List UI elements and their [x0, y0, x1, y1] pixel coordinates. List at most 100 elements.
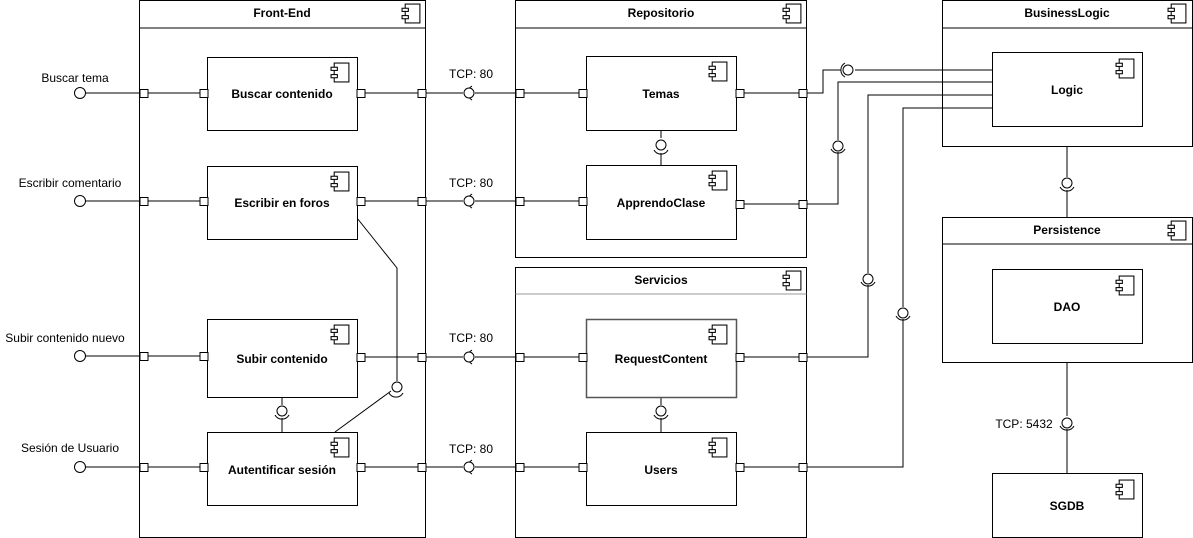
socket-joint-apprendo-logic — [830, 140, 846, 154]
socket-joint-subir-autentificar — [274, 405, 290, 420]
component-escribir-en-foros: Escribir en foros — [207, 166, 358, 240]
interface-subir-contenido-nuevo-label: Subir contenido nuevo — [5, 331, 125, 345]
container-repositorio: Repositorio — [515, 0, 807, 258]
component-icon — [330, 324, 350, 345]
port — [515, 197, 525, 206]
protocol-label-tcp-db: TCP: 5432 — [995, 417, 1053, 431]
container-businesslogic-title: BusinessLogic — [1024, 6, 1110, 20]
component-requestcontent: RequestContent — [585, 318, 738, 399]
port — [417, 197, 427, 206]
port — [735, 89, 745, 98]
socket-joint-logic-persistence — [1059, 177, 1075, 192]
component-users-name: Users — [644, 463, 678, 477]
socket-joint-tcp-4 — [463, 459, 475, 475]
component-buscar-contenido-name: Buscar contenido — [231, 87, 332, 101]
component-users: Users — [586, 432, 737, 506]
component-subir-contenido: Subir contenido — [207, 319, 358, 398]
interface-subir-contenido-nuevo-ball — [74, 350, 86, 362]
port — [356, 197, 366, 206]
port — [199, 197, 209, 206]
socket-joint-temas-apprendo — [653, 139, 669, 155]
socket-joint-tcp-2 — [463, 193, 475, 209]
port — [139, 352, 149, 361]
port — [578, 463, 588, 472]
port — [735, 200, 745, 209]
component-icon — [782, 3, 802, 24]
component-dao-name: DAO — [1054, 300, 1081, 314]
port — [515, 463, 525, 472]
protocol-label-tcp-2: TCP: 80 — [449, 176, 493, 190]
protocol-label-tcp-4: TCP: 80 — [449, 442, 493, 456]
socket-joint-tcp-1 — [463, 85, 475, 101]
component-temas-name: Temas — [642, 87, 679, 101]
interface-sesion-usuario-ball — [74, 461, 86, 473]
component-icon — [1115, 479, 1135, 500]
port — [139, 89, 149, 98]
port-group — [139, 89, 808, 472]
port — [798, 353, 808, 362]
component-logic: Logic — [992, 52, 1143, 127]
component-icon — [708, 437, 728, 458]
container-repositorio-title: Repositorio — [628, 6, 695, 20]
component-sgdb-name: SGDB — [1050, 499, 1085, 513]
port — [139, 463, 149, 472]
interface-sesion-usuario-label: Sesión de Usuario — [21, 441, 119, 455]
component-icon — [782, 270, 802, 291]
component-apprendoclase: ApprendoClase — [586, 165, 737, 240]
component-icon — [1115, 58, 1135, 79]
port — [139, 197, 149, 206]
component-logic-name: Logic — [1051, 83, 1083, 97]
component-apprendoclase-name: ApprendoClase — [617, 196, 706, 210]
port — [356, 463, 366, 472]
component-escribir-en-foros-name: Escribir en foros — [234, 196, 330, 210]
container-frontend-title: Front-End — [253, 6, 310, 20]
component-temas: Temas — [586, 56, 737, 131]
component-icon — [1115, 275, 1135, 296]
component-autentificar-sesion-name: Autentificar sesión — [228, 463, 336, 477]
container-persistence-title: Persistence — [1033, 223, 1101, 237]
interface-buscar-tema-label: Buscar tema — [41, 71, 109, 85]
port — [356, 353, 366, 362]
component-icon — [1167, 220, 1187, 241]
port — [798, 463, 808, 472]
socket-joint-temas-logic — [840, 62, 854, 78]
component-icon — [330, 437, 350, 458]
socket-joint-escribir-autentificar — [388, 381, 404, 398]
interface-escribir-comentario-ball — [74, 195, 86, 207]
port — [578, 89, 588, 98]
port — [798, 89, 808, 98]
port — [735, 463, 745, 472]
component-icon — [708, 324, 728, 345]
component-subir-contenido-name: Subir contenido — [236, 352, 327, 366]
port — [356, 89, 366, 98]
interface-buscar-tema-ball — [74, 87, 86, 99]
component-sgdb: SGDB — [992, 473, 1143, 538]
component-autentificar-sesion: Autentificar sesión — [207, 432, 358, 506]
component-icon — [330, 171, 350, 192]
socket-joint-request-logic — [860, 273, 876, 287]
port — [515, 89, 525, 98]
socket-joint-persistence-sgdb — [1059, 417, 1075, 431]
protocol-label-tcp-1: TCP: 80 — [449, 67, 493, 81]
component-icon — [708, 170, 728, 191]
port — [199, 352, 209, 361]
component-icon — [708, 61, 728, 82]
port — [735, 353, 745, 362]
container-servicios-title: Servicios — [634, 273, 688, 287]
component-icon — [330, 62, 350, 83]
socket-joint-users-logic — [895, 307, 911, 321]
port — [515, 353, 525, 362]
port — [199, 89, 209, 98]
port — [417, 89, 427, 98]
socket-joint-request-users — [653, 405, 669, 420]
socket-joint-tcp-3 — [463, 349, 475, 365]
component-dao: DAO — [992, 269, 1143, 344]
component-icon — [401, 3, 421, 24]
protocol-label-tcp-3: TCP: 80 — [449, 331, 493, 345]
port — [578, 197, 588, 206]
component-icon — [1167, 3, 1187, 24]
interface-escribir-comentario-label: Escribir comentario — [19, 176, 122, 190]
port — [578, 353, 588, 362]
component-buscar-contenido: Buscar contenido — [207, 57, 358, 131]
port — [417, 353, 427, 362]
